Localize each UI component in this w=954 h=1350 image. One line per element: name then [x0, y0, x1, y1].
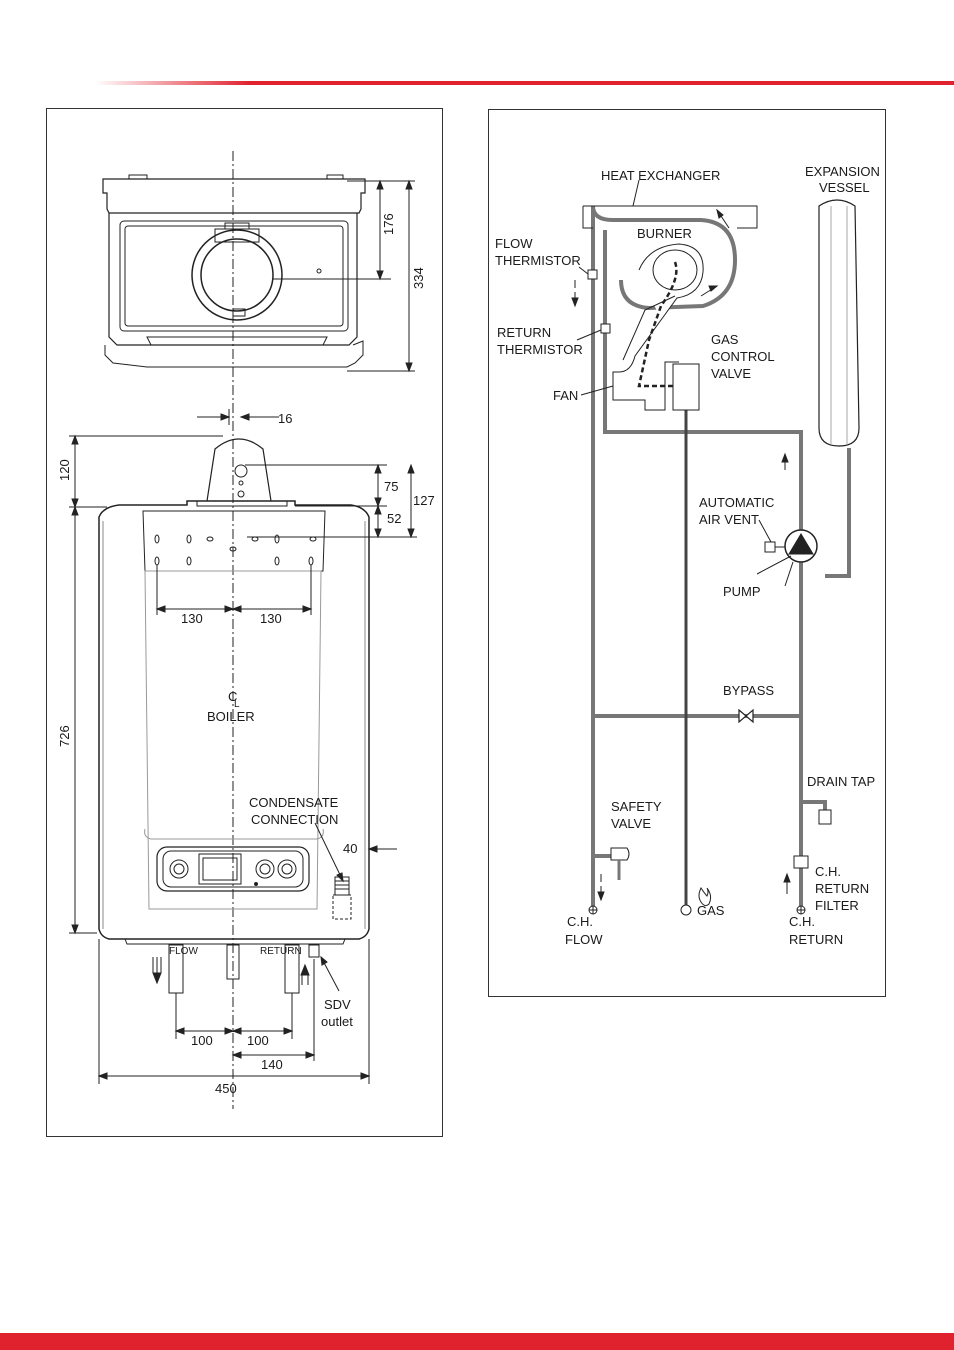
label-flow-thermistor-line2: THERMISTOR: [495, 253, 581, 268]
bottom-accent-band: [0, 1333, 954, 1350]
top-view: [102, 174, 415, 373]
label-ch-flow-line1: C.H.: [567, 914, 593, 929]
dim-120: 120: [57, 459, 72, 481]
label-safety-line1: SAFETY: [611, 799, 662, 814]
label-drain-tap: DRAIN TAP: [807, 774, 875, 789]
pipework: [591, 205, 851, 910]
label-ch-return-filter-line2: RETURN: [815, 881, 869, 896]
flow-label: FLOW: [169, 946, 198, 957]
hydraulic-schematic-drawing: HEAT EXCHANGER EXPANSION VESSEL FLOW THE…: [495, 164, 880, 947]
dim-176: 176: [381, 213, 396, 235]
label-bypass: BYPASS: [723, 683, 774, 698]
gas-control-valve: [672, 363, 700, 411]
return-label: RETURN: [260, 946, 302, 957]
drain-tap: [818, 809, 832, 825]
label-ch-return-line2: RETURN: [789, 932, 843, 947]
dim-130-right: 130: [260, 611, 282, 626]
dim-726: 726: [57, 725, 72, 747]
label-return-thermistor-line2: THERMISTOR: [497, 342, 583, 357]
condensate-label-line1: CONDENSATE: [249, 795, 339, 810]
top-accent-rule: [95, 81, 954, 85]
dim-450: 450: [215, 1081, 237, 1096]
centreline-label: C: [228, 689, 237, 704]
ch-return-filter: [793, 855, 809, 869]
automatic-air-vent: [764, 541, 776, 553]
dim-130-left: 130: [181, 611, 203, 626]
label-ch-flow-line2: FLOW: [565, 932, 603, 947]
label-aav-line2: AIR VENT: [699, 512, 759, 527]
boiler-dimensions-drawing: 176 334 16 120 75 127 52 130 130 726 40 …: [57, 151, 435, 1109]
dim-16: 16: [278, 411, 292, 426]
sdv-label-line1: SDV: [324, 997, 351, 1012]
hydraulic-schematic-panel: HEAT EXCHANGER EXPANSION VESSEL FLOW THE…: [488, 109, 886, 997]
gas-flame-icon: [698, 887, 712, 907]
label-aav-line1: AUTOMATIC: [699, 495, 774, 510]
dim-100-right: 100: [247, 1033, 269, 1048]
expansion-vessel: [818, 199, 860, 447]
dim-75: 75: [384, 479, 398, 494]
label-gas-control-line3: VALVE: [711, 366, 751, 381]
flow-thermistor: [587, 269, 598, 280]
label-burner: BURNER: [637, 226, 692, 241]
heat-exchanger: [582, 205, 758, 229]
dim-127: 127: [413, 493, 435, 508]
label-gas-control-line1: GAS: [711, 332, 739, 347]
burner-path: [637, 261, 687, 410]
label-expansion-line2: VESSEL: [819, 180, 870, 195]
dim-52: 52: [387, 511, 401, 526]
label-return-thermistor-line1: RETURN: [497, 325, 551, 340]
label-safety-line2: VALVE: [611, 816, 651, 831]
label-ch-return-filter-line3: FILTER: [815, 898, 859, 913]
boiler-label: BOILER: [207, 709, 255, 724]
safety-valve: [610, 847, 630, 861]
dim-140: 140: [261, 1057, 283, 1072]
dim-40: 40: [343, 841, 357, 856]
centreline-sub-label: L: [234, 699, 240, 710]
label-gas-control-line2: CONTROL: [711, 349, 775, 364]
label-pump: PUMP: [723, 584, 761, 599]
label-ch-return-line1: C.H.: [789, 914, 815, 929]
boiler-dimensions-panel: 176 334 16 120 75 127 52 130 130 726 40 …: [46, 108, 443, 1137]
label-expansion-line1: EXPANSION: [805, 164, 880, 179]
front-view: [98, 438, 370, 994]
condensate-label-line2: CONNECTION: [251, 812, 338, 827]
label-gas: GAS: [697, 903, 725, 918]
label-heat-exchanger: HEAT EXCHANGER: [601, 168, 720, 183]
bypass-valve: [738, 708, 754, 724]
return-thermistor: [600, 323, 611, 334]
label-fan: FAN: [553, 388, 578, 403]
sdv-label-line2: outlet: [321, 1014, 353, 1029]
dim-334: 334: [411, 267, 426, 289]
label-ch-return-filter-line1: C.H.: [815, 864, 841, 879]
dim-100-left: 100: [191, 1033, 213, 1048]
label-flow-thermistor-line1: FLOW: [495, 236, 533, 251]
